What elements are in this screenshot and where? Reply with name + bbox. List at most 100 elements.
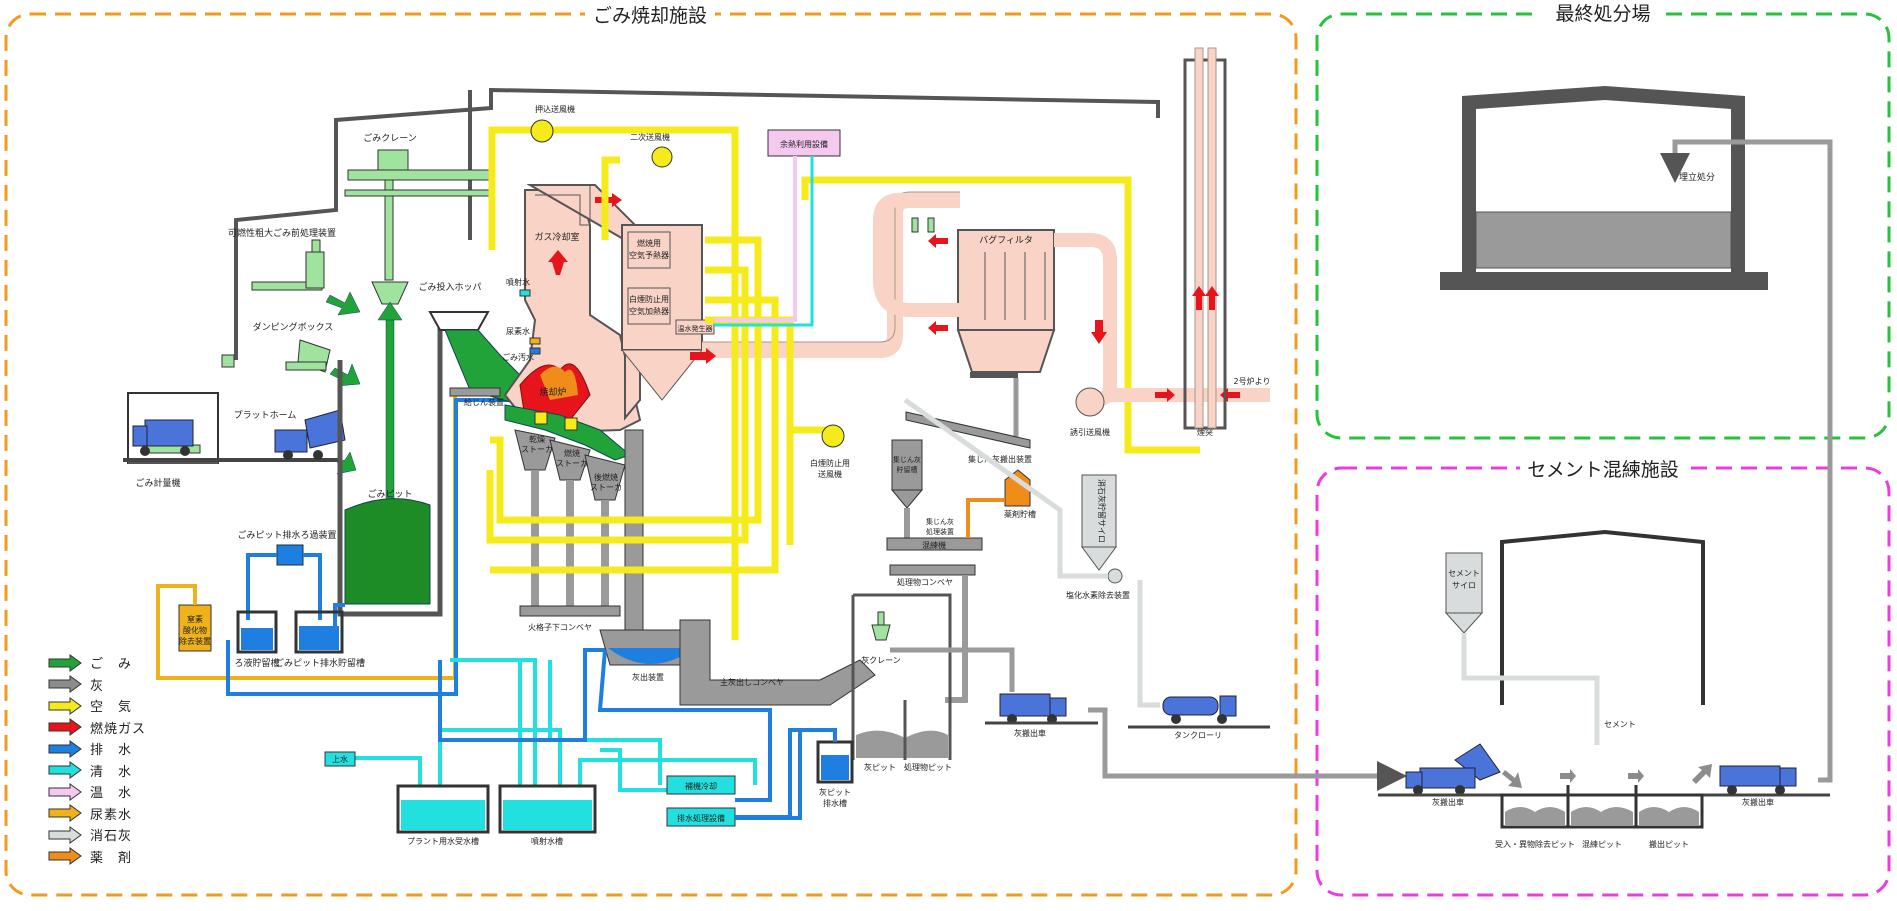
svg-text:余熱利用設備: 余熱利用設備	[780, 139, 828, 149]
svg-text:温水発生器: 温水発生器	[678, 324, 713, 333]
svg-text:ガス冷却室: ガス冷却室	[534, 231, 579, 243]
svg-text:タンクローリ: タンクローリ	[1174, 731, 1222, 740]
tank-lorry: タンクローリ	[1128, 695, 1270, 740]
svg-text:処理装置: 処理装置	[926, 527, 954, 536]
svg-text:集じん灰搬出装置: 集じん灰搬出装置	[968, 454, 1032, 464]
heat-utilization: 余熱利用設備	[714, 129, 841, 327]
svg-text:ごみ投入ホッパ: ごみ投入ホッパ	[418, 281, 481, 293]
incinerator: 焼却炉	[503, 189, 642, 434]
drain-treatment: 排水処理設備	[666, 807, 736, 827]
svg-text:ごみ計量機: ごみ計量機	[135, 477, 180, 489]
svg-text:誘引送風機: 誘引送風機	[1070, 427, 1110, 437]
forced-fan: 押込送風機	[530, 104, 575, 143]
legend-label: 燃焼ガス	[90, 721, 147, 737]
chemical-tank: 薬剤貯槽	[966, 469, 1036, 538]
svg-text:燃焼用: 燃焼用	[637, 238, 661, 248]
svg-text:灰出装置: 灰出装置	[632, 672, 664, 682]
cement-truck-in: 灰搬出車	[1405, 743, 1501, 807]
svg-text:ごみピット排水ろ過装置: ごみピット排水ろ過装置	[237, 529, 336, 541]
legend-item: 排 水	[48, 738, 178, 760]
svg-text:ごみ汚水: ごみ汚水	[502, 352, 534, 362]
svg-text:排水処理設備: 排水処理設備	[677, 813, 725, 823]
cement-pits: 受入・異物除去ピット 混練ピット 搬出ピット	[1495, 785, 1704, 849]
legend-item: ご み	[48, 652, 178, 674]
legend-item: 燃焼ガス	[48, 717, 178, 739]
legend-label: ご み	[90, 657, 133, 673]
svg-text:混練機: 混練機	[922, 540, 946, 550]
svg-text:焼却炉: 焼却炉	[539, 386, 566, 398]
svg-text:後燃焼: 後燃焼	[594, 472, 618, 482]
cement-flow-arrows	[1502, 764, 1712, 788]
svg-text:白煙防止用: 白煙防止用	[629, 294, 669, 304]
garbage-truck-on-scale	[132, 419, 194, 456]
svg-text:バグフィルタ: バグフィルタ	[979, 234, 1033, 246]
svg-text:補機冷却: 補機冷却	[685, 781, 717, 791]
svg-text:煙突: 煙突	[1197, 427, 1213, 437]
cement-truck-out: 灰搬出車	[1719, 765, 1797, 807]
fly-ash-discharge: 集じん灰搬出装置	[905, 378, 1032, 464]
svg-text:薬剤貯槽: 薬剤貯槽	[1004, 509, 1036, 519]
drop-conveyor: 火格子下コンベヤ	[519, 605, 621, 632]
fly-ash-treatment: 集じん灰 処理装置 混練機	[886, 517, 983, 551]
incineration-section-title: ごみ焼却施設	[593, 5, 707, 27]
svg-text:火格子下コンベヤ: 火格子下コンベヤ	[528, 622, 592, 632]
svg-text:灰搬出車: 灰搬出車	[1014, 728, 1046, 738]
landfill-section-title: 最終処分場	[1555, 3, 1650, 25]
svg-text:押込送風機: 押込送風機	[535, 104, 575, 114]
svg-text:ごみクレーン: ごみクレーン	[363, 132, 417, 144]
svg-text:上水: 上水	[332, 754, 348, 764]
legend-arrow-icon	[48, 782, 82, 801]
spray-water-tank: 噴射水槽	[498, 784, 597, 846]
svg-text:燃焼: 燃焼	[564, 448, 580, 458]
svg-text:除去装置: 除去装置	[179, 636, 211, 646]
svg-text:ストーカ: ストーカ	[556, 459, 588, 468]
landfill-transport-line	[1660, 139, 1833, 783]
from-no2-label: 2号炉より	[1234, 376, 1271, 386]
flue-duct-to-filter	[702, 192, 960, 358]
dumping-box: ダンピングボックス	[253, 321, 333, 373]
svg-text:ストーカ: ストーカ	[590, 483, 622, 492]
svg-text:貯留槽: 貯留槽	[897, 465, 918, 474]
platform-truck: プラットホーム	[234, 409, 346, 460]
garbage-drain-inlet: ごみ汚水	[502, 347, 541, 362]
svg-text:灰搬出車: 灰搬出車	[1742, 797, 1774, 807]
gas-cooling-chamber: ガス冷却室	[526, 184, 641, 421]
svg-text:窒素: 窒素	[187, 614, 203, 624]
stoker-grate	[504, 404, 632, 461]
cooling-tower: 補機冷却	[666, 775, 736, 795]
filtrate-tank: ろ液貯留槽	[234, 610, 280, 669]
svg-text:集じん灰: 集じん灰	[893, 455, 921, 464]
chimney: 煙突	[1183, 47, 1227, 437]
legend-label: 尿素水	[90, 807, 133, 823]
svg-text:消石灰貯留サイロ: 消石灰貯留サイロ	[1097, 479, 1107, 543]
cement-label: セメント	[1604, 720, 1636, 729]
svg-text:処理物コンベヤ: 処理物コンベヤ	[897, 577, 953, 587]
legend-label: 灰	[90, 678, 105, 694]
svg-text:噴射水: 噴射水	[506, 277, 530, 287]
bulky-preprocess-unit: 可燃性粗大ごみ前処理装置	[228, 227, 336, 291]
svg-text:可燃性粗大ごみ前処理装置: 可燃性粗大ごみ前処理装置	[228, 227, 336, 239]
cement-silo: セメント サイロ	[1444, 552, 1600, 745]
bag-filter: バグフィルタ	[928, 229, 1056, 378]
svg-text:空気予熱器: 空気予熱器	[629, 250, 669, 260]
heat-exchanger-block: 燃焼用 空気予熱器 白煙防止用 空気加熱器 温水発生器	[620, 224, 715, 401]
tap-water: 上水	[324, 751, 356, 767]
svg-text:集じん灰: 集じん灰	[926, 517, 954, 526]
building-outline	[234, 87, 1160, 360]
svg-text:ごみピット: ごみピット	[367, 488, 412, 500]
svg-text:プラットホーム: プラットホーム	[234, 410, 297, 421]
svg-text:塩化水素除去装置: 塩化水素除去装置	[1066, 590, 1130, 600]
svg-text:二次送風機: 二次送風機	[630, 132, 670, 142]
svg-text:ストーカ: ストーカ	[521, 445, 553, 454]
garbage-crane: ごみクレーン	[344, 132, 492, 305]
svg-text:白煙防止用: 白煙防止用	[810, 458, 850, 468]
legend-arrow-icon	[48, 847, 82, 866]
legend-label: 空 気	[90, 700, 133, 716]
svg-text:ごみピット排水貯留槽: ごみピット排水貯留槽	[275, 657, 365, 669]
svg-text:排水槽: 排水槽	[823, 798, 847, 808]
garbage-flow-arrows	[325, 291, 403, 504]
cement-building	[1500, 529, 1705, 705]
svg-text:送風機: 送風機	[818, 469, 842, 479]
legend: ご み灰空 気燃焼ガス排 水清 水温 水尿素水消石灰薬 剤	[48, 652, 178, 867]
ash-discharger: 灰出装置	[599, 629, 701, 682]
